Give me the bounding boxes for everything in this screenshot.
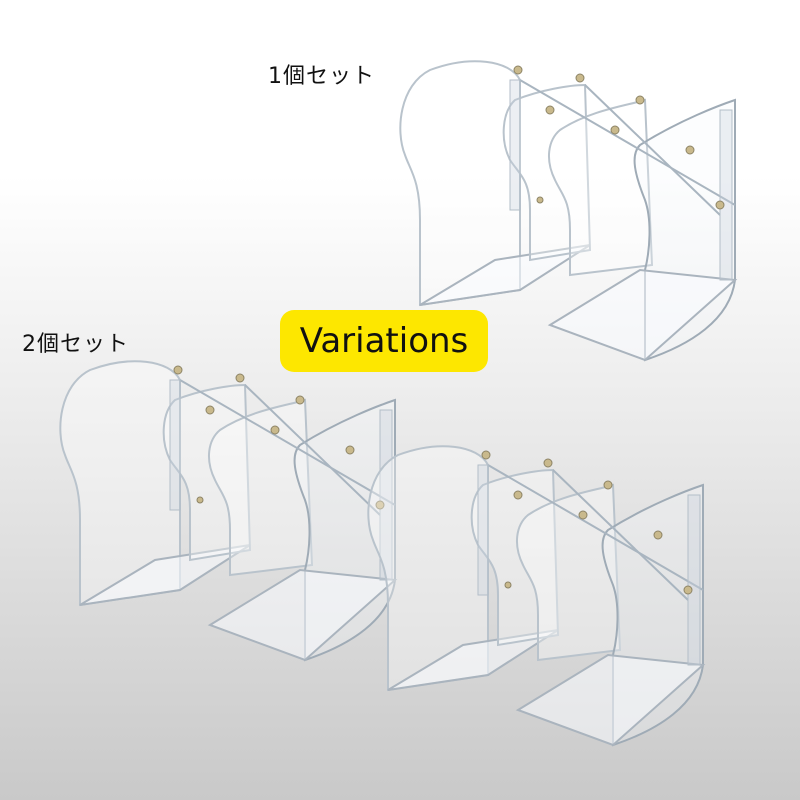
stand-panel-back (399, 60, 521, 307)
stand-base-front (207, 568, 398, 662)
bookend-stand-single (399, 60, 738, 362)
cross-rod (552, 469, 689, 601)
panel-slot (509, 79, 521, 211)
stand-panel-middle-2 (516, 483, 622, 662)
bolt (545, 105, 555, 115)
panel-slot (687, 494, 701, 666)
stand-panel-middle-2 (208, 398, 314, 577)
cross-rod (244, 384, 381, 516)
bolt (603, 480, 613, 490)
bolt (513, 490, 523, 500)
stand-panel-back (367, 445, 489, 692)
cross-rod (179, 379, 396, 506)
bolt (635, 95, 645, 105)
bolt (578, 510, 588, 520)
single-set-label: 1個セット (268, 64, 375, 89)
bolt (610, 125, 620, 135)
bolt (235, 373, 245, 383)
bolt (683, 585, 693, 595)
bolt (270, 425, 280, 435)
bolt (295, 395, 305, 405)
bolt (653, 530, 663, 540)
double-set-label: 2個セット (22, 332, 129, 357)
bookend-stand-double-2 (367, 445, 706, 747)
panel-slot (477, 464, 489, 596)
cross-rod (487, 464, 704, 591)
bolt (543, 458, 553, 468)
bookend-stand-double-1 (59, 360, 398, 662)
bolt (345, 445, 355, 455)
bolt (196, 496, 204, 504)
stand-base-front (515, 653, 706, 747)
cross-rod (519, 79, 736, 206)
cross-rod (584, 84, 721, 216)
bolt (715, 200, 725, 210)
panel-slot (719, 109, 733, 281)
variations-badge: Variations (280, 310, 488, 372)
panel-slot (169, 379, 181, 511)
bolt (536, 196, 544, 204)
bolt (375, 500, 385, 510)
bolt (504, 581, 512, 589)
stand-panel-middle-2 (548, 98, 654, 277)
bolt (205, 405, 215, 415)
stand-base-front (547, 268, 738, 362)
bolt (513, 65, 523, 75)
bolt (481, 450, 491, 460)
bolt (685, 145, 695, 155)
stand-panel-back (59, 360, 181, 607)
bolt (575, 73, 585, 83)
bolt (173, 365, 183, 375)
